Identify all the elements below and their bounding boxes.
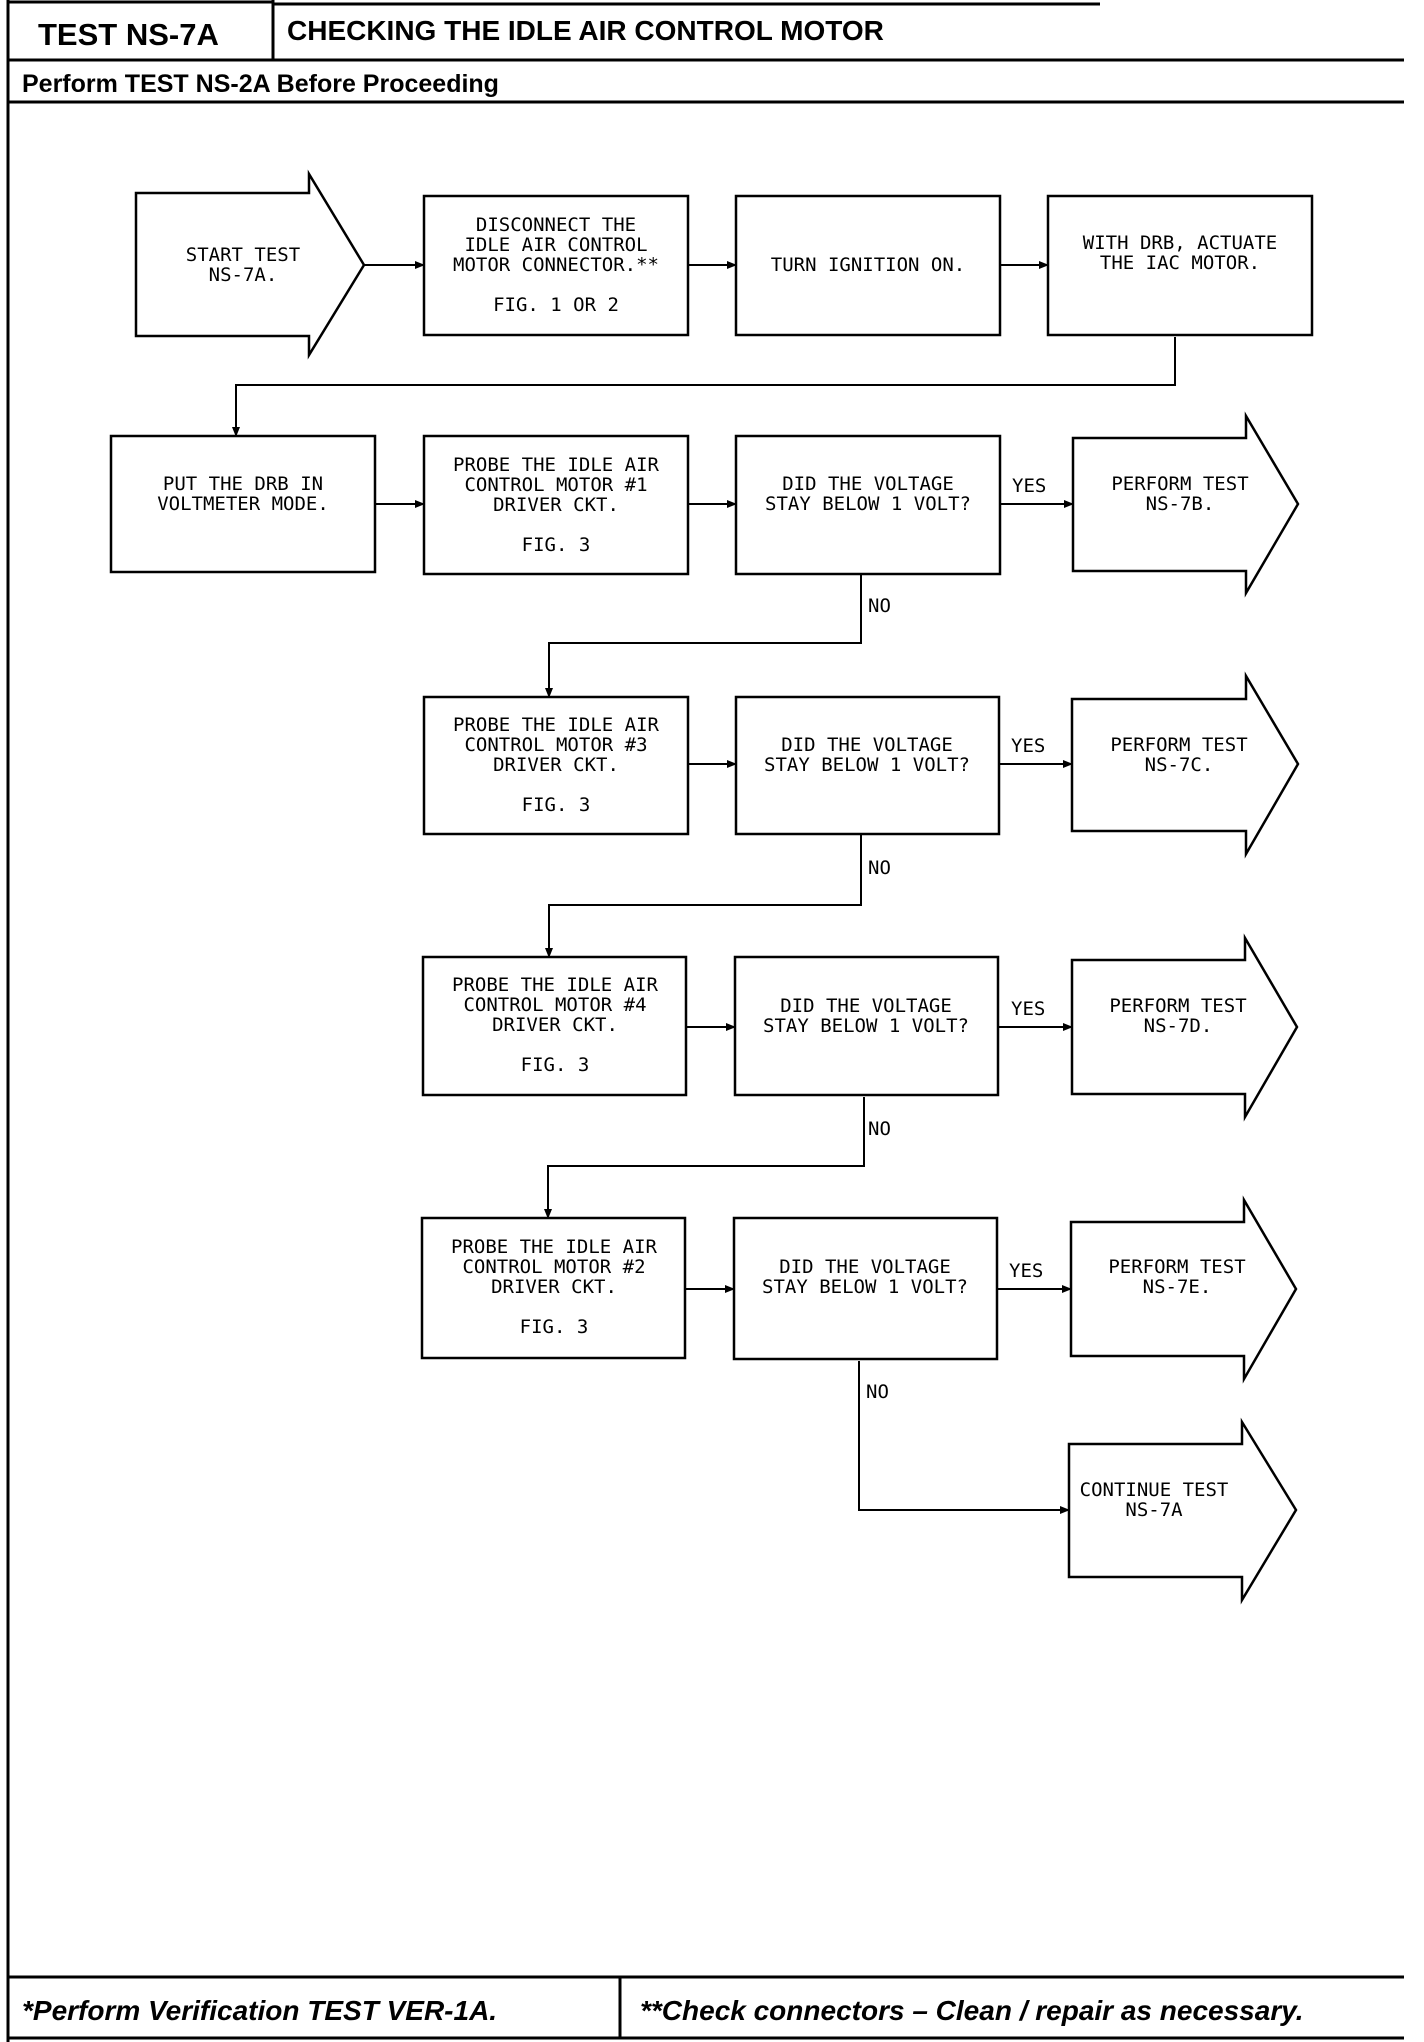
- page-frame: [6, 0, 1404, 2042]
- node-ns7c: [1070, 671, 1300, 859]
- edge-volt2-continue: [858, 1361, 1070, 1514]
- node-ignition-text: TURN IGNITION ON.: [771, 254, 965, 276]
- edge-volt3-probe4: [545, 835, 862, 958]
- node-probe4: [421, 955, 688, 1097]
- edges: [232, 261, 1176, 1514]
- node-probe2: [420, 1216, 687, 1360]
- node-volt1: [734, 434, 1002, 576]
- label-no: NO: [866, 1381, 889, 1403]
- edge-volt1-probe3: [545, 575, 862, 698]
- node-start: [134, 169, 366, 360]
- node-probe3: [422, 695, 690, 836]
- footer-right-note: **Check connectors – Clean / repair as n…: [640, 1995, 1304, 2026]
- label-no: NO: [868, 857, 891, 879]
- edge-actuate-voltmeter: [232, 337, 1176, 437]
- label-no: NO: [868, 595, 891, 617]
- node-actuate: [1046, 194, 1314, 337]
- node-probe1: [422, 434, 690, 576]
- test-id: TEST NS-7A: [38, 17, 219, 52]
- node-ns7b: [1071, 411, 1300, 598]
- node-voltmeter: [109, 434, 377, 574]
- label-yes: YES: [1011, 735, 1045, 757]
- node-ignition: [734, 194, 1002, 337]
- page-title: CHECKING THE IDLE AIR CONTROL MOTOR: [287, 15, 884, 46]
- prerequisite-note: Perform TEST NS-2A Before Proceeding: [22, 70, 499, 98]
- footer-left-note: *Perform Verification TEST VER-1A.: [22, 1995, 497, 2026]
- node-volt2: [732, 1216, 999, 1361]
- node-ns7e: [1069, 1195, 1298, 1384]
- label-yes: YES: [1011, 998, 1045, 1020]
- node-volt4: [733, 955, 1000, 1097]
- node-disconnect: [422, 194, 690, 337]
- label-yes: YES: [1012, 475, 1046, 497]
- node-volt3: [734, 695, 1001, 836]
- edge-volt4-probe2: [544, 1097, 865, 1219]
- label-yes: YES: [1009, 1260, 1043, 1282]
- node-continue: [1067, 1417, 1298, 1605]
- node-ns7d: [1070, 933, 1299, 1122]
- edge-labels: YES NO YES NO YES NO YES NO: [866, 475, 1046, 1403]
- label-no: NO: [868, 1118, 891, 1140]
